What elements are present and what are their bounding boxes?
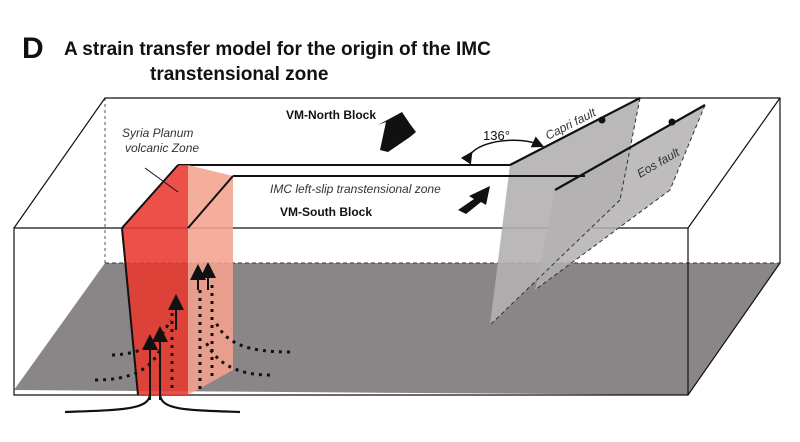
- panel-letter: D: [22, 32, 44, 65]
- imc-zone-lines: [178, 164, 585, 177]
- volcanic-zone-inner-edge: [187, 175, 234, 229]
- north-block-label: VM-North Block: [286, 108, 376, 122]
- title-line-1: A strain transfer model for the origin o…: [64, 39, 491, 60]
- capri-fault-ball: [598, 116, 606, 124]
- angle-arc: [460, 136, 545, 165]
- north-block-motion-arrow: [378, 112, 416, 152]
- volcanic-zone-top-edge: [121, 164, 179, 229]
- south-block-motion-arrow: [458, 186, 490, 214]
- fault-plane-dashed-edges: [489, 97, 706, 326]
- syria-planum-label-2: volcanic Zone: [125, 141, 199, 155]
- south-block-label: VM-South Block: [280, 205, 372, 219]
- upwelling-arrows: [142, 262, 216, 400]
- volcanic-zone-side: [188, 165, 233, 395]
- eos-fault-ball: [668, 118, 676, 126]
- box-outline: [13, 97, 781, 396]
- imc-zone-label: IMC left-slip transtensional zone: [270, 182, 441, 196]
- plume-base-curves: [64, 394, 241, 414]
- syria-planum-label-1: Syria Planum: [122, 126, 193, 140]
- volcanic-zone-edges: [121, 227, 139, 396]
- syria-pointer-line: [144, 167, 179, 193]
- title-line-2: transtensional zone: [150, 64, 328, 85]
- angle-label: 136°: [483, 128, 510, 143]
